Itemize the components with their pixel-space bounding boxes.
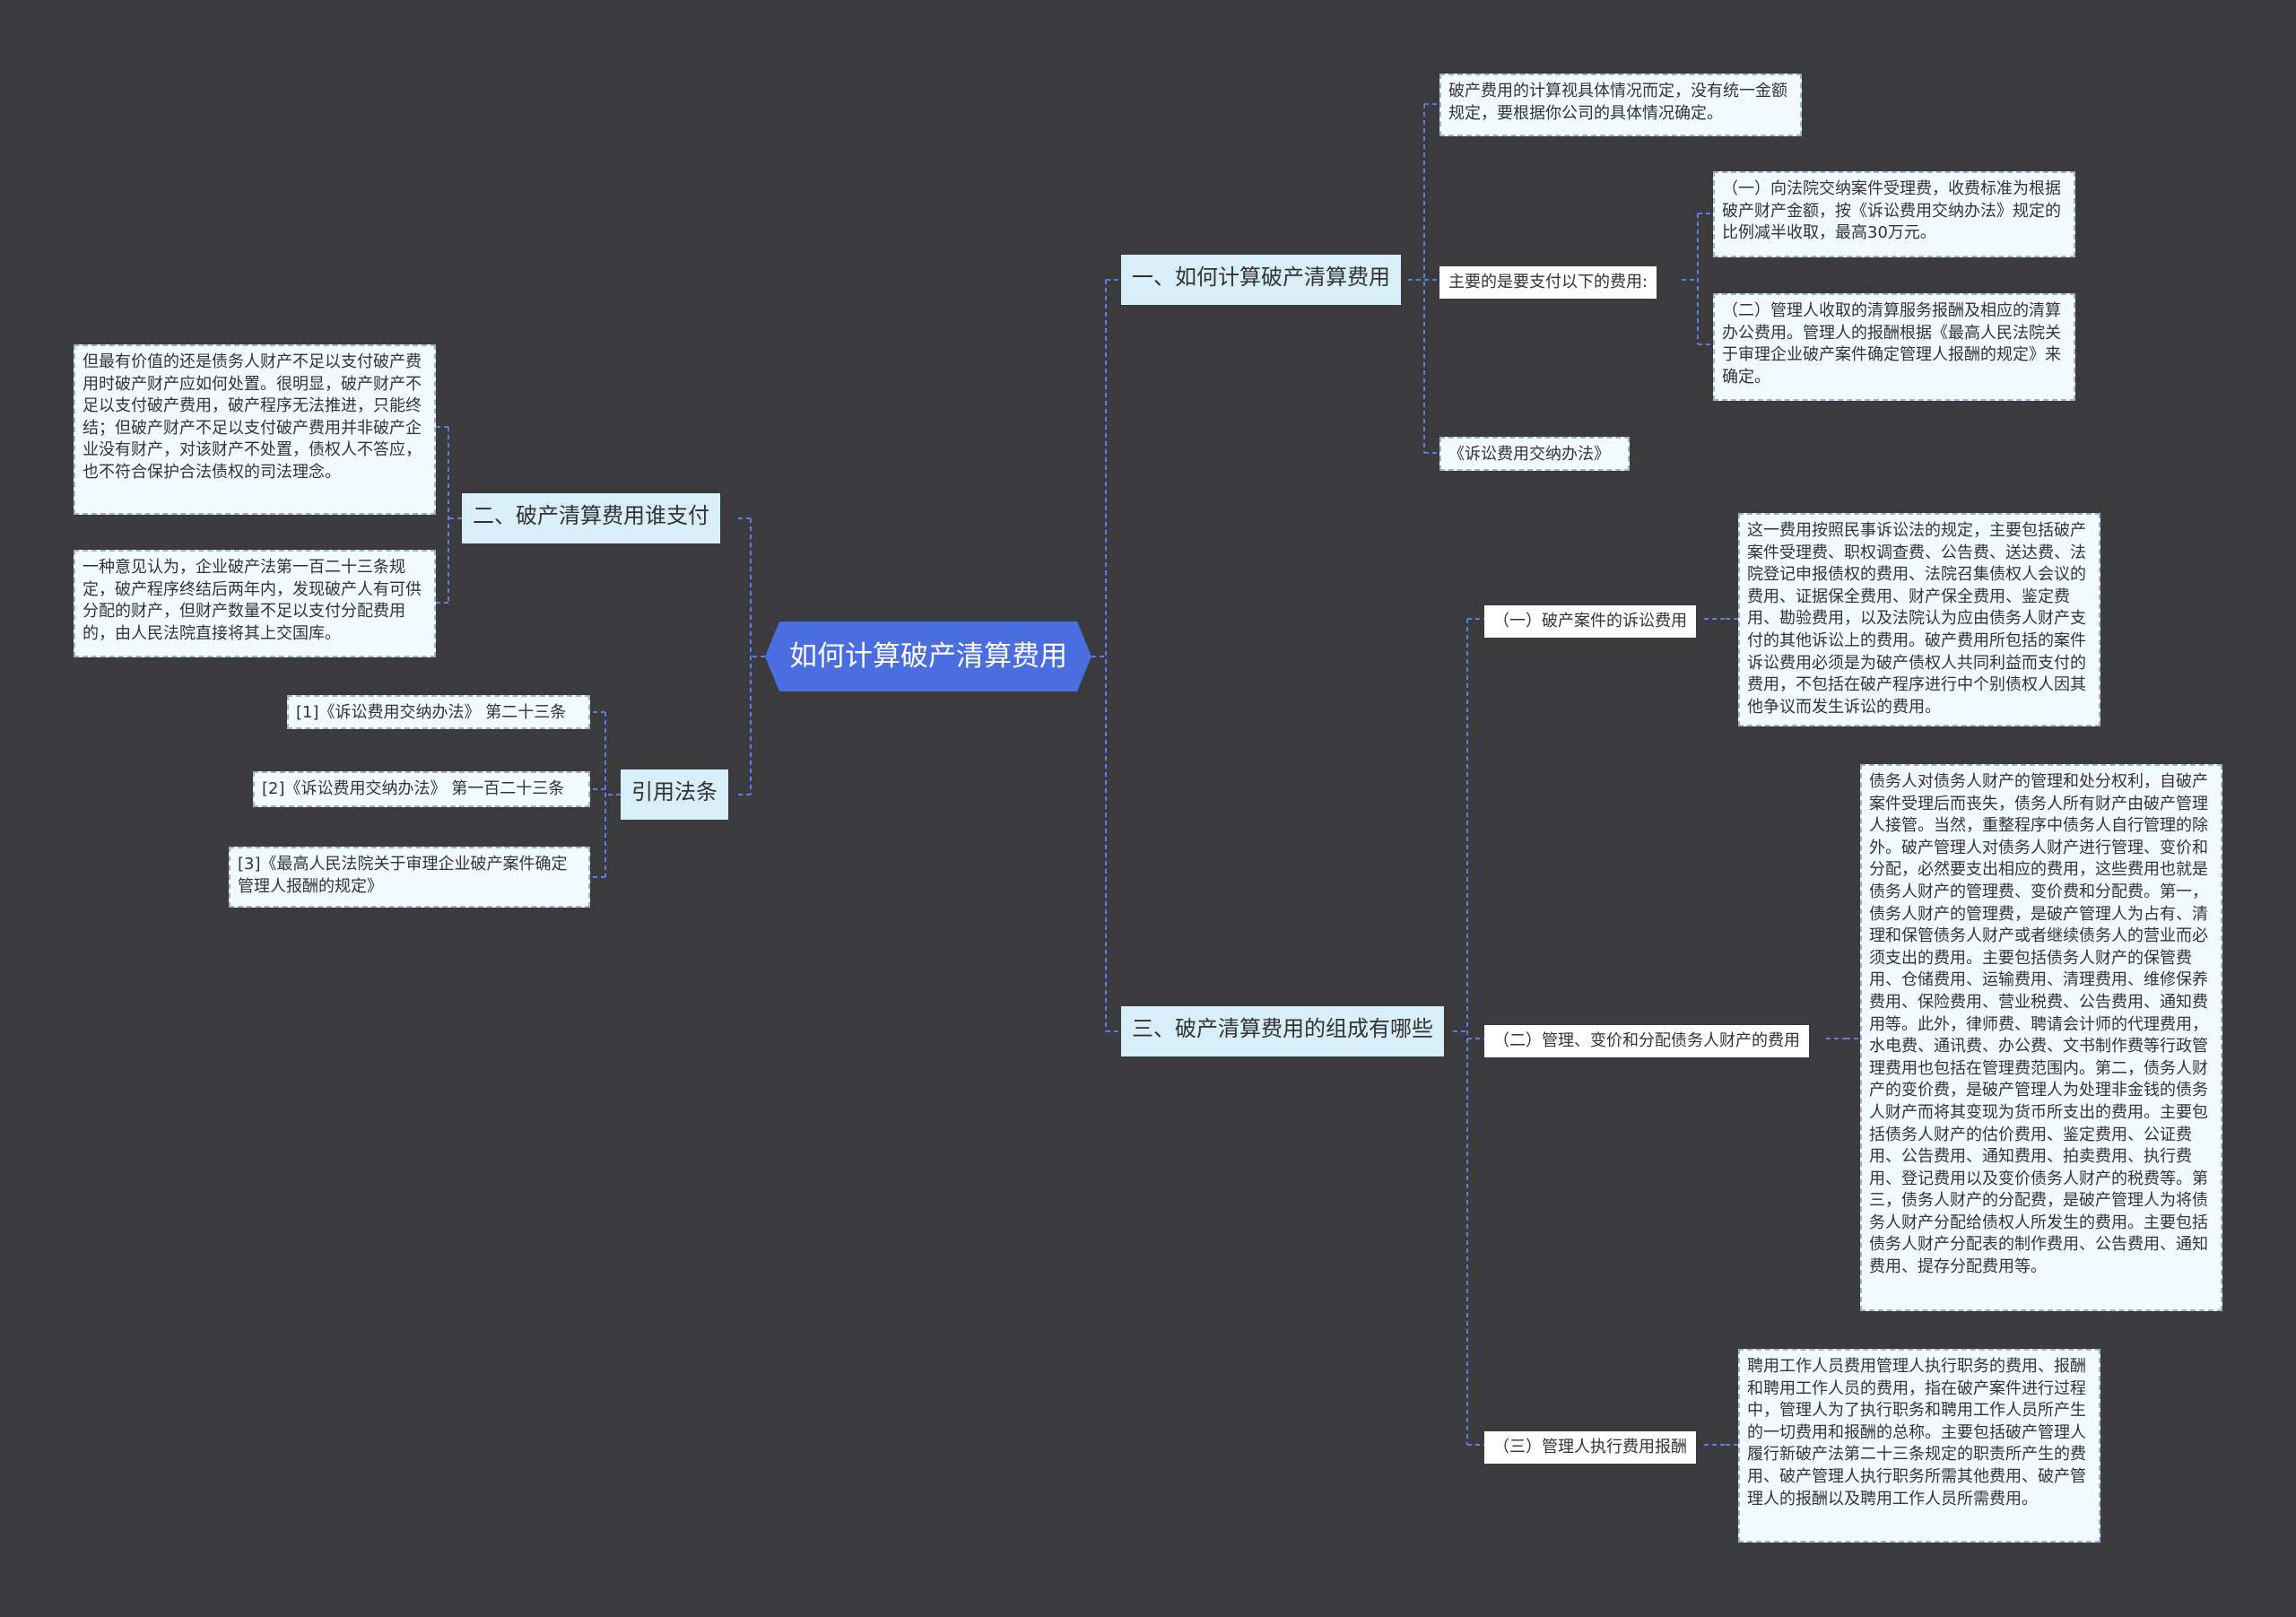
branch-who-pays[interactable]: 二、破产清算费用谁支付	[462, 493, 720, 543]
composition-label-management: （二）管理、变价和分配债务人财产的费用	[1484, 1025, 1809, 1057]
law-citation-1: [1]《诉讼费用交纳办法》 第二十三条	[287, 695, 590, 729]
composition-text-litigation: 这一费用按照民事诉讼法的规定，主要包括破产案件受理费、职权调查费、公告费、送达费…	[1738, 513, 2100, 726]
calc-main-label: 主要的是要支付以下的费用:	[1439, 266, 1657, 299]
who-pays-text-1: 但最有价值的还是债务人财产不足以支付破产费用时破产财产应如何处置。很明显，破产财…	[74, 344, 436, 515]
calc-law-reference: 《诉讼费用交纳办法》	[1439, 437, 1630, 471]
calc-item-administrator-fee: （二）管理人收取的清算服务报酬及相应的清算办公费用。管理人的报酬根据《最高人民法…	[1713, 293, 2075, 401]
composition-label-administrator: （三）管理人执行费用报酬	[1484, 1431, 1696, 1464]
law-citation-3: [3]《最高人民法院关于审理企业破产案件确定管理人报酬的规定》	[229, 847, 590, 908]
branch-laws-cited[interactable]: 引用法条	[621, 769, 728, 820]
root-topic[interactable]: 如何计算破产清算费用	[765, 622, 1091, 691]
composition-text-administrator: 聘用工作人员费用管理人执行职务的费用、报酬和聘用工作人员的费用，指在破产案件进行…	[1738, 1349, 2100, 1543]
composition-text-management: 债务人对债务人财产的管理和处分权利，自破产案件受理后而丧失，债务人所有财产由破产…	[1860, 764, 2222, 1311]
law-citation-2: [2]《诉讼费用交纳办法》 第一百二十三条	[253, 771, 590, 807]
who-pays-text-2: 一种意见认为，企业破产法第一百二十三条规定，破产程序终结后两年内，发现破产人有可…	[74, 550, 436, 657]
composition-label-litigation: （一）破产案件的诉讼费用	[1484, 605, 1696, 638]
calc-item-court-fee: （一）向法院交纳案件受理费，收费标准为根据破产财产金额，按《诉讼费用交纳办法》规…	[1713, 171, 2075, 257]
branch-composition[interactable]: 三、破产清算费用的组成有哪些	[1121, 1006, 1444, 1056]
branch-how-to-calculate[interactable]: 一、如何计算破产清算费用	[1121, 255, 1401, 305]
calc-note: 破产费用的计算视具体情况而定，没有统一金额规定，要根据你公司的具体情况确定。	[1439, 74, 1802, 136]
